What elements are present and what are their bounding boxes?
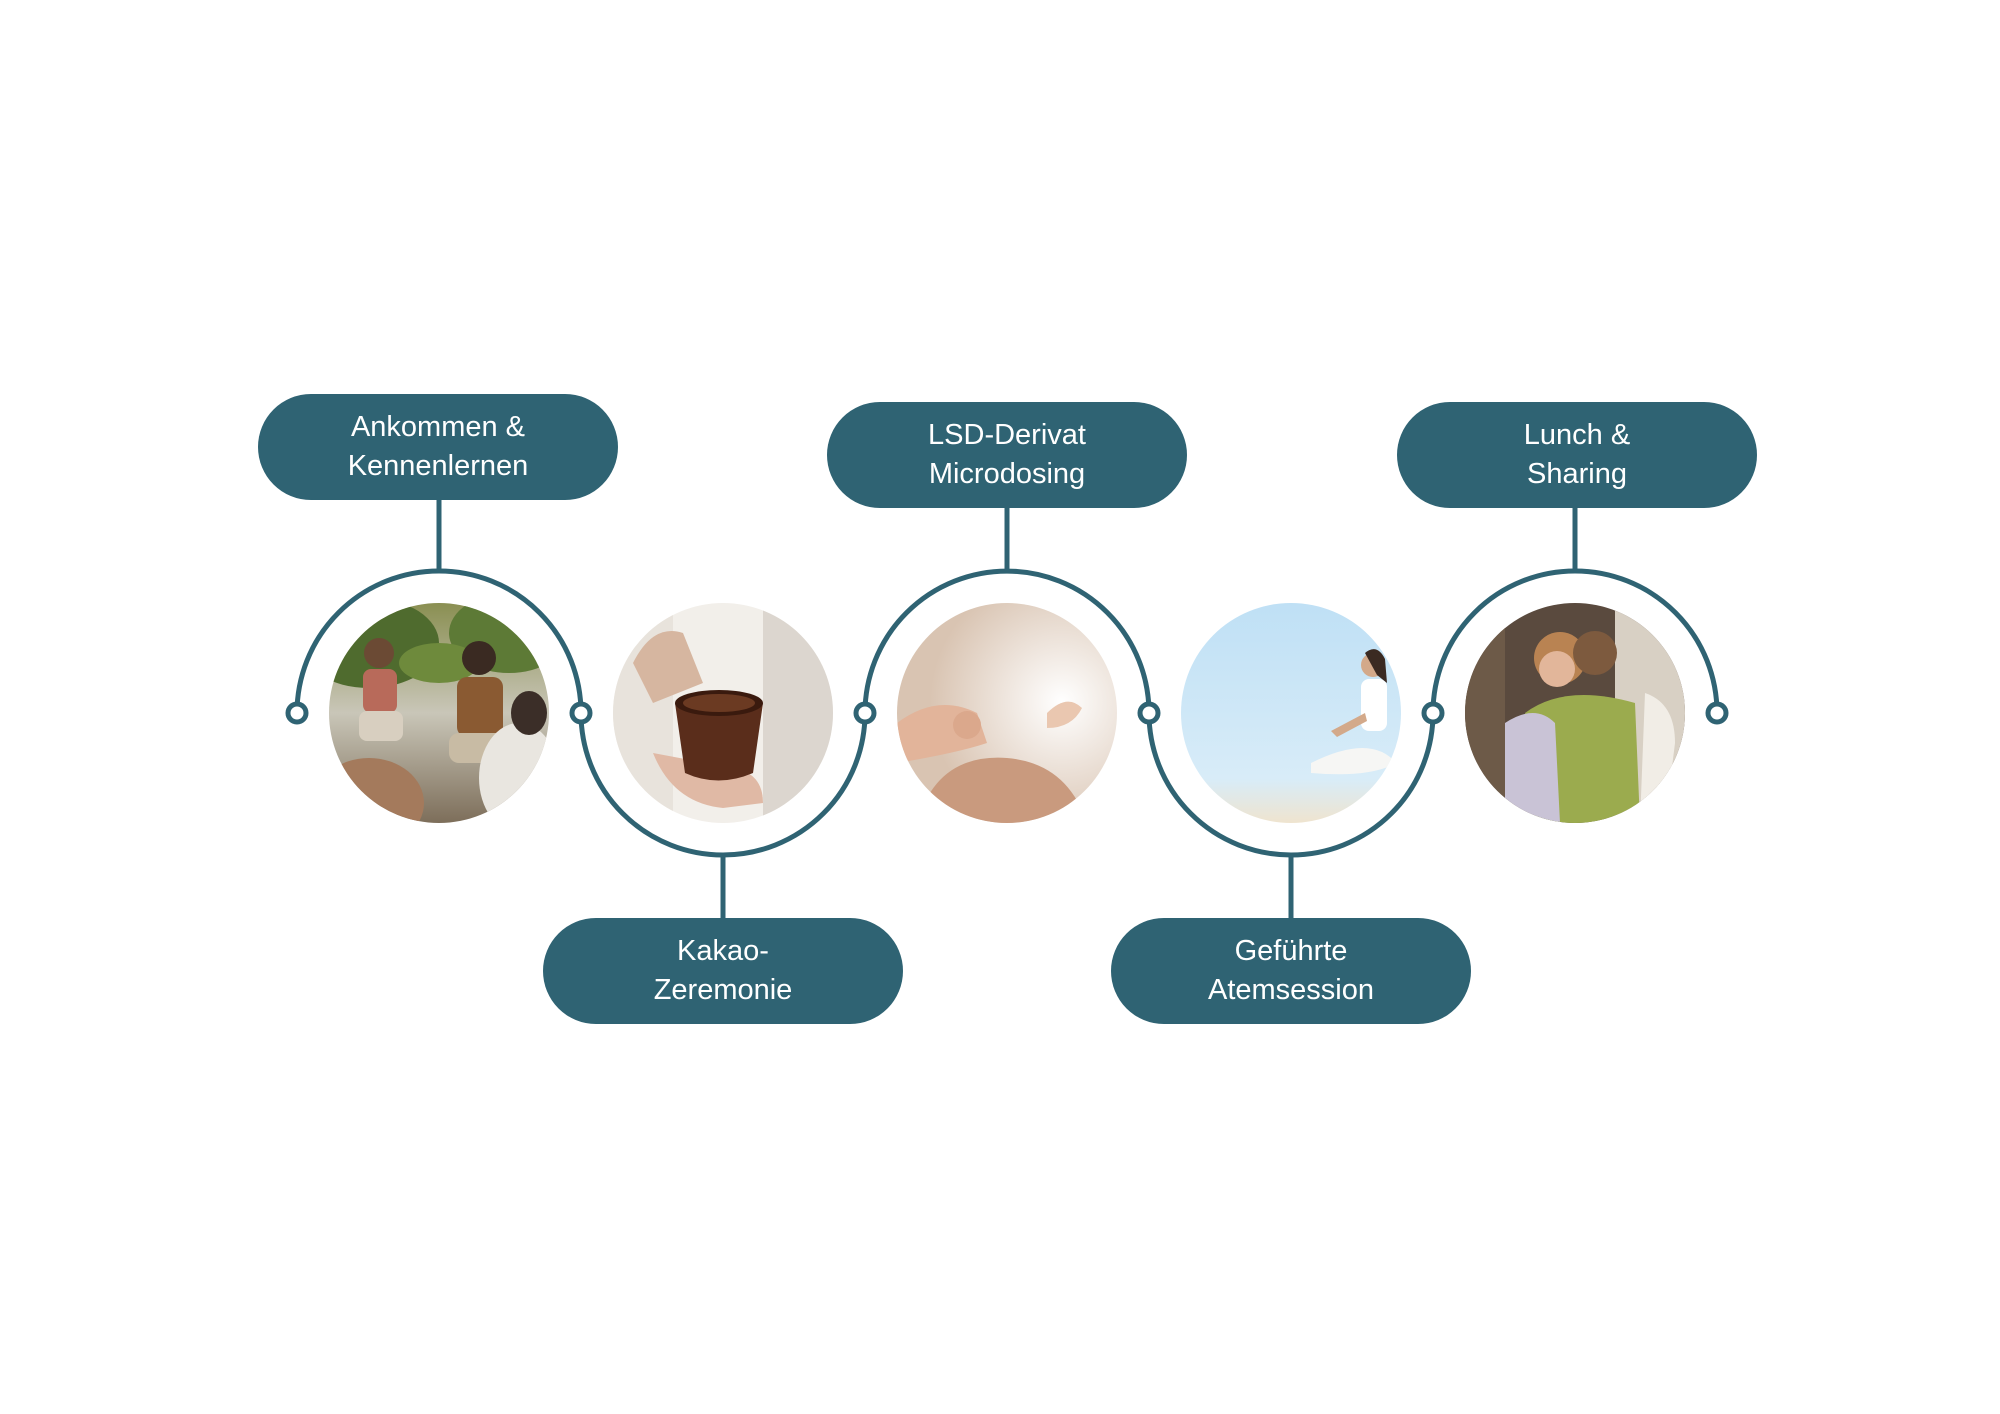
step-label-5: Lunch & Sharing <box>1397 402 1757 508</box>
step-label-line: Atemsession <box>1207 974 1374 1006</box>
woman-meditating-on-beach-photo <box>1181 603 1401 823</box>
step-label-4: Geführte Atemsession <box>1111 918 1471 1024</box>
timeline-node-dot <box>285 701 309 725</box>
timeline-node-dot <box>569 701 593 725</box>
cacao-cup-in-hand-photo <box>613 603 833 823</box>
step-label-line: Kennenlernen <box>347 450 529 482</box>
group-sitting-outdoors-photo <box>329 603 549 823</box>
step-label-2: Kakao- Zeremonie <box>543 918 903 1024</box>
meditation-hand-mudra-photo <box>897 603 1117 823</box>
timeline-node-dot <box>1421 701 1445 725</box>
step-label-line: Geführte <box>1234 935 1348 967</box>
step-label-line: Kakao- <box>677 935 769 967</box>
step-label-line: LSD-Derivat <box>928 419 1086 451</box>
step-label-line: Zeremonie <box>653 974 793 1006</box>
timeline-node-dot <box>853 701 877 725</box>
step-label-line: Sharing <box>1527 458 1627 490</box>
step-label-1: Ankommen & Kennenlernen <box>258 394 618 500</box>
people-hugging-photo <box>1465 603 1685 823</box>
timeline-node-dot <box>1137 701 1161 725</box>
step-label-line: Ankommen & <box>350 411 526 443</box>
step-label-line: Lunch & <box>1523 419 1631 451</box>
step-label-3: LSD-Derivat Microdosing <box>827 402 1187 508</box>
step-label-line: Microdosing <box>928 458 1086 490</box>
timeline-wave-path <box>294 568 1720 858</box>
timeline-node-dot <box>1705 701 1729 725</box>
